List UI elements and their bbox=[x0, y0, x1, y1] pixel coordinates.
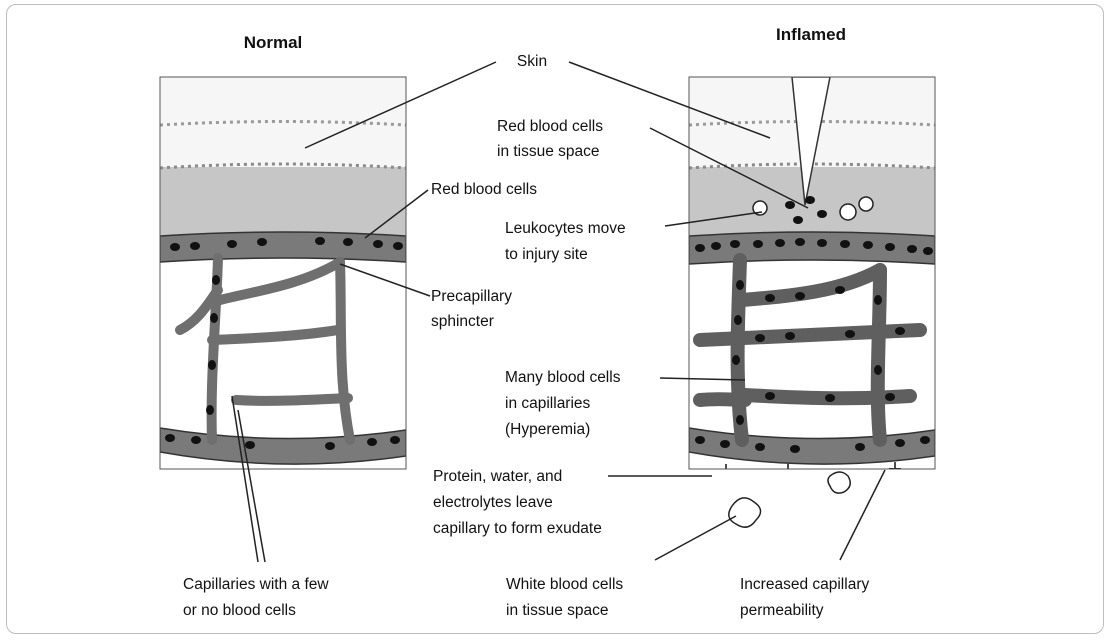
label-many-cells-line2: in capillaries bbox=[505, 395, 591, 412]
label-precapillary-line1: Precapillary bbox=[431, 288, 512, 305]
label-red-blood-cells: Red blood cells bbox=[431, 181, 537, 198]
label-exudate-line1: Protein, water, and bbox=[433, 468, 562, 485]
wbc-tissue-space bbox=[729, 472, 850, 527]
label-rbc-tissue-line1: Red blood cells bbox=[497, 118, 603, 135]
label-leukocytes-line1: Leukocytes move bbox=[505, 220, 626, 237]
label-wbc-line1: White blood cells bbox=[506, 576, 623, 593]
label-wbc-line2: in tissue space bbox=[506, 602, 609, 619]
label-permeability-line2: permeability bbox=[740, 602, 824, 619]
label-many-cells-line1: Many blood cells bbox=[505, 369, 621, 386]
label-permeability-line1: Increased capillary bbox=[740, 576, 869, 593]
label-capillaries-line2: or no blood cells bbox=[183, 602, 296, 619]
label-leukocytes-line2: to injury site bbox=[505, 246, 588, 263]
dermis-normal bbox=[160, 167, 406, 235]
arteriole-inflamed bbox=[689, 232, 935, 264]
title-normal: Normal bbox=[244, 33, 303, 52]
inflamed-panel bbox=[689, 77, 935, 476]
label-many-cells-line3: (Hyperemia) bbox=[505, 421, 590, 438]
label-precapillary-line2: sphincter bbox=[431, 313, 494, 330]
title-inflamed: Inflamed bbox=[776, 25, 846, 44]
label-rbc-tissue-line2: in tissue space bbox=[497, 143, 600, 160]
label-exudate-line2: electrolytes leave bbox=[433, 494, 553, 511]
normal-panel bbox=[160, 77, 406, 469]
label-skin: Skin bbox=[517, 53, 547, 70]
label-exudate-line3: capillary to form exudate bbox=[433, 520, 602, 537]
label-capillaries-line1: Capillaries with a few bbox=[183, 576, 329, 593]
